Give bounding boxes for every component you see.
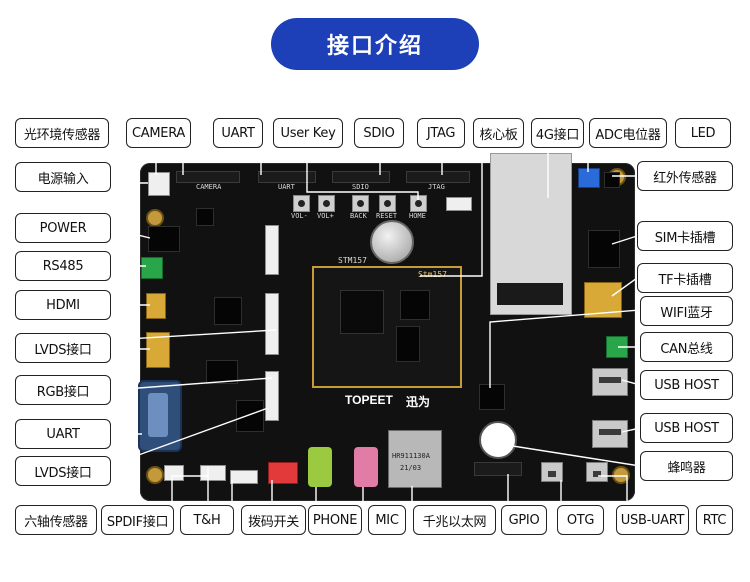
sim-slot bbox=[588, 230, 620, 268]
label-uart-left: UART bbox=[15, 419, 111, 449]
soc-chip bbox=[340, 290, 384, 334]
power-chip bbox=[196, 208, 214, 226]
label-ir-sensor: 红外传感器 bbox=[637, 161, 733, 191]
label-rs485: RS485 bbox=[15, 251, 111, 281]
chip bbox=[236, 400, 264, 432]
label-spdif: SPDIF接口 bbox=[101, 505, 174, 535]
adc-potentiometer bbox=[578, 168, 600, 188]
header-label: SDIO bbox=[352, 183, 369, 191]
label-core-board: 核心板 bbox=[473, 118, 524, 148]
4g-slot bbox=[497, 283, 563, 305]
label-wifi: WIFI蓝牙 bbox=[640, 296, 733, 326]
core-silk-top: STM157 bbox=[338, 256, 367, 265]
label-led: LED bbox=[675, 118, 731, 148]
fpc-connector bbox=[265, 293, 279, 355]
label-gigabit: 千兆以太网 bbox=[413, 505, 496, 535]
key-label: HOME bbox=[409, 212, 426, 220]
label-dip: 拨码开关 bbox=[241, 505, 306, 535]
header-label: JTAG bbox=[428, 183, 445, 191]
user-key-button bbox=[318, 195, 335, 212]
phone-jack bbox=[308, 447, 332, 487]
label-hdmi: HDMI bbox=[15, 290, 111, 320]
header-label: CAMERA bbox=[196, 183, 222, 191]
label-lvds-bottom: LVDS接口 bbox=[15, 456, 111, 486]
camera-header bbox=[176, 171, 240, 183]
rs485-terminal bbox=[141, 257, 163, 279]
label-usb-host-2: USB HOST bbox=[640, 413, 733, 443]
label-usb-uart: USB-UART bbox=[616, 505, 689, 535]
otg-port bbox=[541, 462, 563, 482]
sdio-header bbox=[332, 171, 390, 183]
six-axis-conn bbox=[164, 465, 184, 481]
label-six-axis: 六轴传感器 bbox=[15, 505, 97, 535]
header-label: UART bbox=[278, 183, 295, 191]
label-jtag: JTAG bbox=[417, 118, 465, 148]
user-key-button bbox=[352, 195, 369, 212]
key-label: VOL- bbox=[291, 212, 308, 220]
label-sdio: SDIO bbox=[354, 118, 404, 148]
label-rgb: RGB接口 bbox=[15, 375, 111, 405]
memory-chip bbox=[396, 326, 420, 362]
usb-host-port-2 bbox=[592, 420, 628, 448]
label-buzzer: 蜂鸣器 bbox=[640, 451, 733, 481]
label-light-sensor: 光环境传感器 bbox=[15, 118, 109, 148]
user-key-button bbox=[293, 195, 310, 212]
label-phone: PHONE bbox=[308, 505, 362, 535]
uart-db9-inner bbox=[148, 393, 168, 437]
label-otg: OTG bbox=[557, 505, 604, 535]
wifi-chip bbox=[479, 384, 505, 410]
label-gpio: GPIO bbox=[501, 505, 547, 535]
label-tf: TF卡插槽 bbox=[637, 263, 733, 293]
label-power-input: 电源输入 bbox=[15, 162, 111, 192]
label-lvds-top: LVDS接口 bbox=[15, 333, 111, 363]
jtag-header bbox=[406, 171, 470, 183]
mount-hole-icon bbox=[612, 466, 630, 484]
core-silk: Stm157 bbox=[418, 270, 447, 279]
chip bbox=[206, 360, 238, 384]
label-uart-top: UART bbox=[213, 118, 263, 148]
mic-jack bbox=[354, 447, 378, 487]
dip-switch bbox=[268, 462, 298, 484]
key-label: VOL+ bbox=[317, 212, 334, 220]
label-mic: MIC bbox=[368, 505, 406, 535]
eth-chip-label: HR911130A bbox=[392, 452, 430, 460]
gpio-header bbox=[474, 462, 522, 476]
key-label: RESET bbox=[376, 212, 398, 220]
fpc-connector bbox=[265, 225, 279, 275]
connector bbox=[446, 197, 472, 211]
usb-host-port bbox=[592, 368, 628, 396]
power-input-jack bbox=[148, 172, 170, 196]
label-can: CAN总线 bbox=[640, 332, 733, 362]
usb-uart-port bbox=[586, 462, 608, 482]
ethernet-port bbox=[388, 430, 442, 488]
fpc-connector bbox=[265, 371, 279, 421]
label-rtc: RTC bbox=[696, 505, 733, 535]
power-jack bbox=[148, 226, 180, 252]
key-label: BACK bbox=[350, 212, 367, 220]
chip bbox=[214, 297, 242, 325]
label-user-key: User Key bbox=[273, 118, 343, 148]
label-camera: CAMERA bbox=[126, 118, 191, 148]
label-power: POWER bbox=[15, 213, 111, 243]
page-title: 接口介绍 bbox=[271, 18, 479, 70]
brand-logo-cn: 迅为 bbox=[406, 395, 431, 409]
buzzer-icon bbox=[479, 421, 517, 459]
label-th: T&H bbox=[180, 505, 234, 535]
eth-date-label: 21/03 bbox=[400, 464, 422, 472]
spdif-conn bbox=[200, 465, 226, 481]
rtc-battery-icon bbox=[370, 220, 414, 264]
label-sim: SIM卡插槽 bbox=[637, 221, 733, 251]
memory-chip bbox=[400, 290, 430, 320]
mount-hole-icon bbox=[146, 466, 164, 484]
th-conn bbox=[230, 470, 258, 484]
brand-logo: TOPEET bbox=[345, 393, 393, 407]
label-4g: 4G接口 bbox=[531, 118, 584, 148]
label-adc: ADC电位器 bbox=[589, 118, 667, 148]
label-usb-host-1: USB HOST bbox=[640, 370, 733, 400]
uart-header bbox=[258, 171, 316, 183]
hdmi-port bbox=[146, 293, 166, 319]
user-key-button bbox=[379, 195, 396, 212]
core-module bbox=[312, 266, 462, 388]
